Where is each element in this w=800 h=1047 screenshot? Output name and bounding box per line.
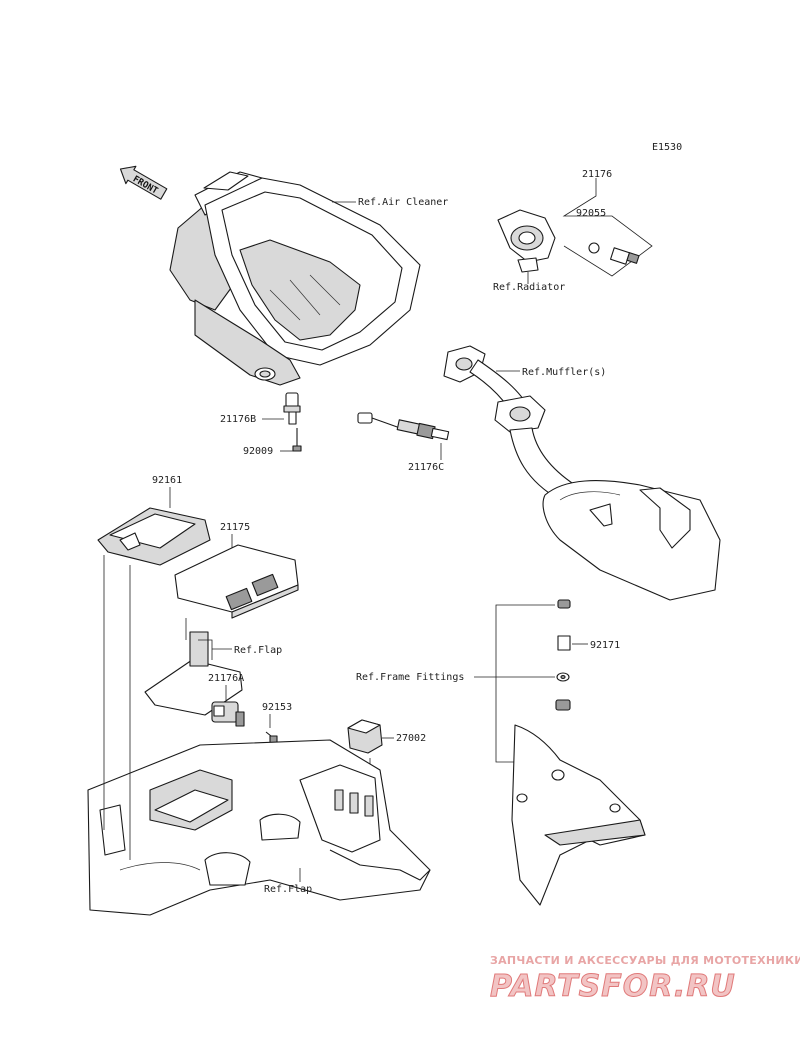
sensor-21176b xyxy=(283,392,301,425)
ecu-21175 xyxy=(174,544,299,619)
flap-bracket xyxy=(144,631,243,716)
muffler-assembly xyxy=(443,345,721,601)
part-92171-label: 92171 xyxy=(590,640,620,651)
bolt-92171 xyxy=(557,599,571,651)
relay-27002 xyxy=(347,719,383,754)
washer xyxy=(556,672,570,682)
screw-92009 xyxy=(292,428,302,452)
o2-sensor-21176c xyxy=(357,412,450,441)
ref-mufflers-label: Ref.Muffler(s) xyxy=(522,367,606,378)
watermark-tagline: ЗАПЧАСТИ И АКСЕССУАРЫ ДЛЯ МОТОТЕХНИКИ xyxy=(490,954,800,967)
part-21176a-label: 21176A xyxy=(208,673,244,684)
sensor-21176a xyxy=(211,701,245,727)
ref-air-cleaner-label: Ref.Air Cleaner xyxy=(358,197,448,208)
part-21175-label: 21175 xyxy=(220,522,250,533)
watermark-brand: PARTSFOR.RU xyxy=(490,969,736,1004)
part-92055-label: 92055 xyxy=(576,208,606,219)
part-92153-label: 92153 xyxy=(262,702,292,713)
air-cleaner-housing xyxy=(169,171,421,386)
front-arrow-icon: FRONT xyxy=(119,165,168,200)
temp-sensor-21176 xyxy=(609,247,640,265)
part-92009-label: 92009 xyxy=(243,446,273,457)
ecu-bracket-92161 xyxy=(97,507,211,566)
frame-structure xyxy=(87,739,431,916)
heat-shield-bracket xyxy=(511,724,646,906)
grommet xyxy=(555,699,571,711)
ref-frame-fittings-label: Ref.Frame Fittings xyxy=(356,672,464,683)
bolt-92153 xyxy=(265,731,278,744)
diagram-code: E1530 xyxy=(652,142,682,153)
part-21176b-label: 21176B xyxy=(220,414,256,425)
part-27002-label: 27002 xyxy=(396,733,426,744)
o-ring-92055 xyxy=(588,242,600,254)
ref-flap-lower-label: Ref.Flap xyxy=(264,884,312,895)
thermostat-housing xyxy=(497,209,556,273)
part-21176c-label: 21176C xyxy=(408,462,444,473)
ref-radiator-label: Ref.Radiator xyxy=(493,282,565,293)
part-21176-label: 21176 xyxy=(582,169,612,180)
ref-flap-upper-label: Ref.Flap xyxy=(234,645,282,656)
part-92161-label: 92161 xyxy=(152,475,182,486)
